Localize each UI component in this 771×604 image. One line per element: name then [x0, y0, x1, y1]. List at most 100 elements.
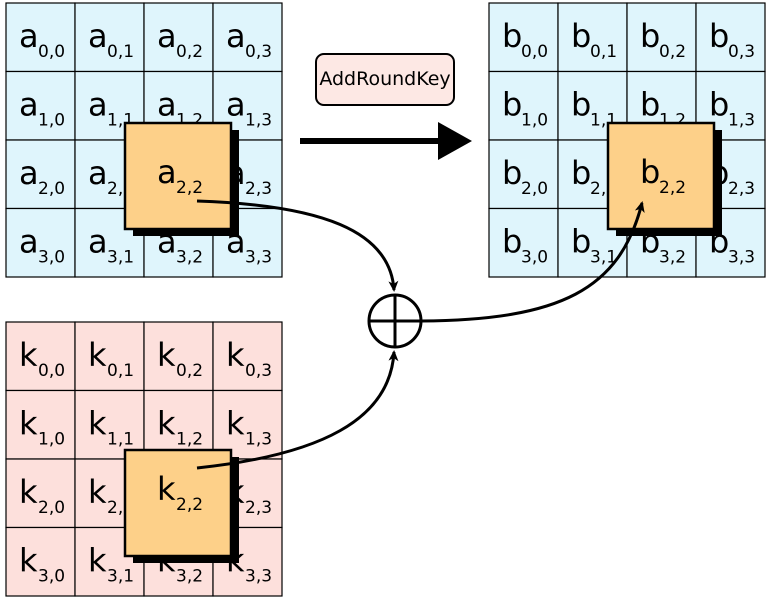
state-b-cell-subscript: 1,3 — [728, 111, 755, 131]
round-key-cell-subscript: 1,1 — [107, 430, 134, 450]
state-a-cell-subscript: 0,0 — [38, 42, 65, 62]
state-b-cell-letter: b — [502, 154, 522, 192]
state-b-cell-letter: b — [640, 86, 660, 124]
round-key-cell-0-0 — [5, 321, 76, 392]
state-b-cell-letter: b — [571, 154, 591, 192]
round-key-cell-3-0 — [5, 526, 76, 597]
state-b-cell-1-0 — [488, 70, 559, 141]
state-a-cell-0-0 — [5, 2, 76, 73]
round-key-cell-subscript: 0,2 — [176, 361, 203, 381]
state-b-cell-0-0 — [488, 2, 559, 73]
round-key-cell-subscript: 3,2 — [176, 567, 203, 587]
highlight-k22-subscript: 2,2 — [176, 495, 203, 515]
state-b-cell-subscript: 3,0 — [521, 248, 548, 268]
state-b-cell-letter: b — [502, 86, 522, 124]
state-a-cell-subscript: 2,0 — [38, 179, 65, 199]
state-a-cell-letter: a — [157, 17, 177, 55]
state-a-cell-0-3 — [212, 2, 283, 73]
state-a-cell-subscript: 1,3 — [245, 111, 272, 131]
state-a-cell-subscript: 3,0 — [38, 248, 65, 268]
transform-arrow — [300, 122, 472, 160]
round-key-cell-subscript: 0,3 — [245, 361, 272, 381]
state-a-cell-letter: a — [226, 86, 246, 124]
highlight-b22-letter: b — [640, 153, 660, 191]
state-b-cell-letter: b — [502, 17, 522, 55]
round-key-cell-subscript: 0,0 — [38, 361, 65, 381]
state-a-cell-letter: a — [88, 86, 108, 124]
round-key-cell-letter: k — [88, 336, 107, 374]
round-key-cell-subscript: 2,3 — [245, 498, 272, 518]
round-key-cell-subscript: 1,2 — [176, 430, 203, 450]
state-b-cell-letter: b — [709, 86, 729, 124]
highlight-k22-box — [123, 448, 233, 558]
highlight-a22: a 2,2 — [123, 121, 239, 236]
highlight-b22-subscript: 2,2 — [659, 178, 686, 198]
round-key-cell-letter: k — [157, 336, 176, 374]
state-a-cell-letter: a — [19, 154, 39, 192]
highlight-a22-box — [123, 121, 233, 231]
highlight-b22: b 2,2 — [606, 121, 722, 236]
state-a-cell-letter: a — [88, 17, 108, 55]
state-b-cell-subscript: 0,2 — [659, 42, 686, 62]
connector-k-to-xor — [196, 350, 399, 470]
state-a-cell-subscript: 0,2 — [176, 42, 203, 62]
state-b-cell-letter: b — [571, 223, 591, 261]
state-a-cell-1-0 — [5, 70, 76, 141]
connector-a-to-xor — [196, 199, 399, 292]
round-key-cell-subscript: 2,0 — [38, 498, 65, 518]
state-a-cell-0-2 — [143, 2, 214, 73]
state-b-cell-subscript: 3,3 — [728, 248, 755, 268]
highlight-a22-subscript: 2,2 — [176, 178, 203, 198]
state-a-cell-letter: a — [88, 154, 108, 192]
highlight-a22-letter: a — [157, 153, 177, 191]
state-a-cell-subscript: 0,3 — [245, 42, 272, 62]
round-key-cell-1-3 — [212, 389, 283, 460]
transform-arrow-head — [438, 122, 472, 160]
connector-xor-to-b — [420, 201, 645, 323]
state-b-cell-subscript: 3,1 — [590, 248, 617, 268]
state-b-cell-0-3 — [695, 2, 766, 73]
round-key-cell-1-2 — [143, 389, 214, 460]
round-key-cell-letter: k — [88, 405, 107, 443]
state-a-cell-subscript: 1,0 — [38, 111, 65, 131]
state-a-cell-letter: a — [19, 86, 39, 124]
round-key-cell-subscript: 1,0 — [38, 430, 65, 450]
round-key-cell-0-3 — [212, 321, 283, 392]
round-key-cell-letter: k — [226, 336, 245, 374]
state-b-cell-3-0 — [488, 207, 559, 278]
round-key-cell-0-2 — [143, 321, 214, 392]
state-b-cell-letter: b — [571, 86, 591, 124]
state-a-cell-subscript: 3,3 — [245, 248, 272, 268]
round-key-cell-2-0 — [5, 458, 76, 529]
state-a-cell-subscript: 3,1 — [107, 248, 134, 268]
round-key-cell-1-0 — [5, 389, 76, 460]
round-key-cell-subscript: 3,0 — [38, 567, 65, 587]
operation-label-box — [315, 53, 455, 106]
state-b-cell-subscript: 2,3 — [728, 179, 755, 199]
round-key-cell-letter: k — [19, 473, 38, 511]
round-key-cell-letter: k — [19, 542, 38, 580]
round-key-cell-subscript: 1,3 — [245, 430, 272, 450]
highlight-k22: k 2,2 — [123, 448, 239, 563]
state-b-cell-subscript: 0,0 — [521, 42, 548, 62]
state-b-cell-subscript: 3,2 — [659, 248, 686, 268]
state-b-cell-subscript: 0,1 — [590, 42, 617, 62]
round-key-cell-letter: k — [19, 405, 38, 443]
state-b-cell-subscript: 0,3 — [728, 42, 755, 62]
highlight-k22-letter: k — [157, 470, 176, 508]
highlight-b22-box — [606, 121, 716, 231]
operation-label: AddRoundKey — [315, 53, 455, 106]
state-b-cell-letter: b — [571, 17, 591, 55]
state-a-cell-letter: a — [226, 17, 246, 55]
state-b-cell-letter: b — [709, 17, 729, 55]
state-a-cell-subscript: 0,1 — [107, 42, 134, 62]
state-a-cell-subscript: 2,3 — [245, 179, 272, 199]
round-key-cell-subscript: 0,1 — [107, 361, 134, 381]
state-a-cell-letter: a — [19, 17, 39, 55]
state-a-cell-letter: a — [19, 223, 39, 261]
state-b-cell-letter: b — [502, 223, 522, 261]
state-b-cell-subscript: 1,0 — [521, 111, 548, 131]
round-key-cell-subscript: 3,3 — [245, 567, 272, 587]
